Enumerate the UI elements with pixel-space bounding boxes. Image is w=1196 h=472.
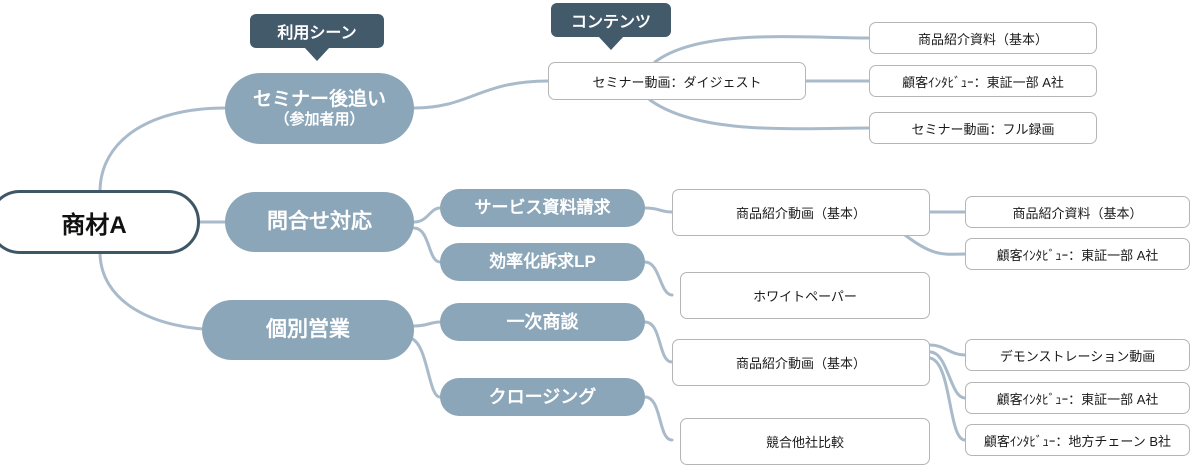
callout-tail-icon [304,47,330,61]
edge-product-video-2-to-demo-video [928,343,967,357]
branch-node-inquiry[interactable]: 問合せ対応 [225,192,414,252]
content-node-whitepaper-label: ホワイトペーパー [753,289,857,304]
edge-product-video-1-to-interview-tse-a-2 [903,233,967,256]
leaf-node-interview-chain-b[interactable]: 顧客ｲﾝﾀﾋﾞｭｰ：地方チェーン B社 [965,424,1190,456]
sub-branch-node-efficiency-lp-label: 効率化訴求LP [489,252,596,272]
content-node-competitor-comparison-label: 競合他社比較 [765,435,844,450]
edge-efficiency-lp-to-whitepaper [643,260,674,297]
edge-first-meeting-to-product-video-2 [643,320,674,364]
edge-individual-sales-to-closing [408,336,442,399]
content-node-seminar-digest-label: セミナー動画：ダイジェスト [592,74,762,90]
leaf-node-product-doc-basic-2-label: 商品紹介資料（基本） [1012,205,1143,221]
leaf-node-seminar-full-label: セミナー動画：フル録画 [911,121,1055,137]
content-node-product-video-basic-2[interactable]: 商品紹介動画（基本） [672,339,930,386]
leaf-node-demo-video-label: デモンストレーション動画 [999,348,1156,364]
sub-branch-node-closing[interactable]: クロージング [440,378,645,416]
edge-individual-sales-to-first-meeting [412,320,442,328]
edge-root-to-seminar-follow [98,106,227,194]
leaf-node-interview-tse-a-3[interactable]: 顧客ｲﾝﾀﾋﾞｭｰ：東証一部 A社 [965,382,1190,414]
branch-node-seminar-follow-label-line2: （参加者用） [274,110,365,128]
edge-inquiry-to-efficiency-lp [412,226,442,264]
edge-service-doc-request-to-product-video-1 [643,206,674,214]
leaf-node-demo-video[interactable]: デモンストレーション動画 [965,339,1190,371]
callout-usage-scene-label: 利用シーン [277,25,357,42]
branch-node-seminar-follow[interactable]: セミナー後追い （参加者用） [225,73,414,144]
root-node-label: 商材A [61,211,127,239]
leaf-node-interview-tse-a-1[interactable]: 顧客ｲﾝﾀﾋﾞｭｰ：東証一部 A社 [869,65,1097,97]
sub-branch-node-service-doc-request-label: サービス資料請求 [474,198,611,218]
callout-tail-icon [598,36,624,50]
leaf-node-interview-chain-b-label: 顧客ｲﾝﾀﾋﾞｭｰ：地方チェーン B社 [983,433,1172,449]
sub-branch-node-first-meeting[interactable]: 一次商談 [440,303,645,341]
content-node-product-video-basic-1[interactable]: 商品紹介動画（基本） [672,189,930,236]
content-node-seminar-digest[interactable]: セミナー動画：ダイジェスト [548,62,806,100]
branch-node-inquiry-label: 問合せ対応 [267,209,372,233]
content-node-whitepaper[interactable]: ホワイトペーパー [680,272,930,319]
sub-branch-node-closing-label: クロージング [488,386,597,407]
edge-closing-to-competitor-comparison [643,395,674,442]
leaf-node-product-doc-basic-1-label: 商品紹介資料（基本） [917,31,1048,47]
root-node-shouzai-a[interactable]: 商材A [0,190,200,254]
callout-contents: コンテンツ [551,3,671,50]
leaf-node-product-doc-basic-1[interactable]: 商品紹介資料（基本） [869,22,1097,54]
sub-branch-node-service-doc-request[interactable]: サービス資料請求 [440,189,645,227]
edge-inquiry-to-service-doc-request [412,206,442,224]
content-node-competitor-comparison[interactable]: 競合他社比較 [680,418,930,465]
leaf-node-interview-tse-a-2-label: 顧客ｲﾝﾀﾋﾞｭｰ：東証一部 A社 [996,247,1159,263]
leaf-node-interview-tse-a-2[interactable]: 顧客ｲﾝﾀﾋﾞｭｰ：東証一部 A社 [965,238,1190,270]
edge-digest-to-product-doc-basic-1 [653,35,871,64]
callout-contents-label: コンテンツ [570,14,651,31]
leaf-node-seminar-full[interactable]: セミナー動画：フル録画 [869,112,1097,144]
branch-node-individual-sales[interactable]: 個別営業 [202,300,414,360]
leaf-node-product-doc-basic-2[interactable]: 商品紹介資料（基本） [965,196,1190,228]
edge-digest-to-seminar-full [648,98,871,131]
branch-node-individual-sales-label: 個別営業 [266,317,350,341]
content-node-product-video-basic-2-label: 商品紹介動画（基本） [735,356,866,371]
branch-node-seminar-follow-label-line1: セミナー後追い [252,88,386,110]
edge-product-video-2-to-interview-tse-a-3 [928,350,967,400]
content-node-product-video-basic-1-label: 商品紹介動画（基本） [735,206,866,221]
sub-branch-node-efficiency-lp[interactable]: 効率化訴求LP [440,243,645,281]
leaf-node-interview-tse-a-3-label: 顧客ｲﾝﾀﾋﾞｭｰ：東証一部 A社 [996,391,1159,407]
leaf-node-interview-tse-a-1-label: 顧客ｲﾝﾀﾋﾞｭｰ：東証一部 A社 [902,74,1064,90]
sub-branch-node-first-meeting-label: 一次商談 [506,311,579,332]
edge-seminar-follow-to-digest [412,79,550,110]
callout-usage-scene: 利用シーン [250,14,384,61]
edge-product-video-2-to-interview-chain-b [928,356,967,442]
